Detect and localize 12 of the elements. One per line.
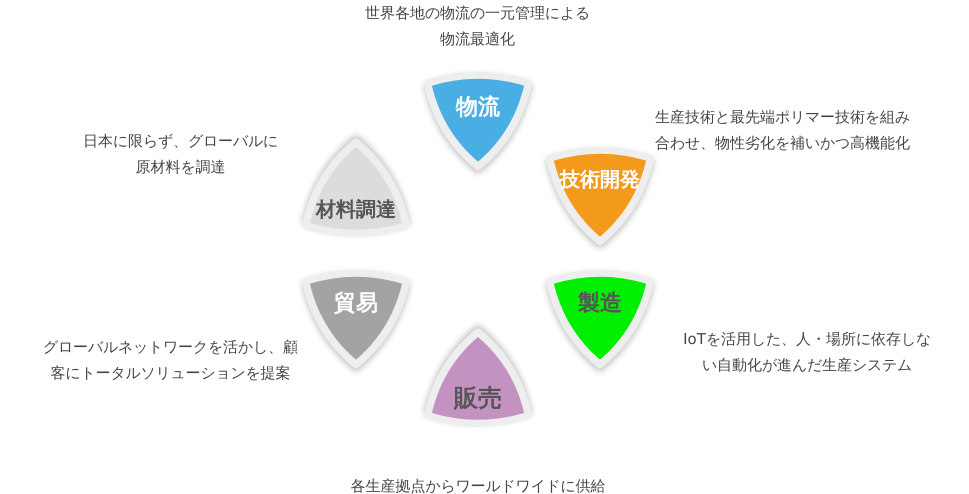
petal-label: 製造 <box>577 290 623 318</box>
description-text: IoTを活用した、人・場所に依存しない自動化が進んだ生産システム <box>682 329 932 376</box>
description-text: 各生産拠点からワールドワイドに供給 <box>350 476 606 494</box>
petal-label: 技術開発 <box>558 166 641 193</box>
petal-label: 物流 <box>454 94 501 122</box>
description-text: 生産技術と最先端ポリマー技術を組み合わせ、物性劣化を補いかつ高機能化 <box>654 107 911 154</box>
petal-label: 貿易 <box>333 290 379 318</box>
description-text: グローバルネットワークを活かし、顧客にトータルソリューションを提案 <box>42 337 299 384</box>
petal-label: 材料調達 <box>314 196 397 223</box>
description-text: 日本に限らず、グローバルに原材料を調達 <box>82 131 279 178</box>
description-text: 世界各地の物流の一元管理による物流最適化 <box>364 3 591 50</box>
petal-label: 販売 <box>452 383 503 414</box>
